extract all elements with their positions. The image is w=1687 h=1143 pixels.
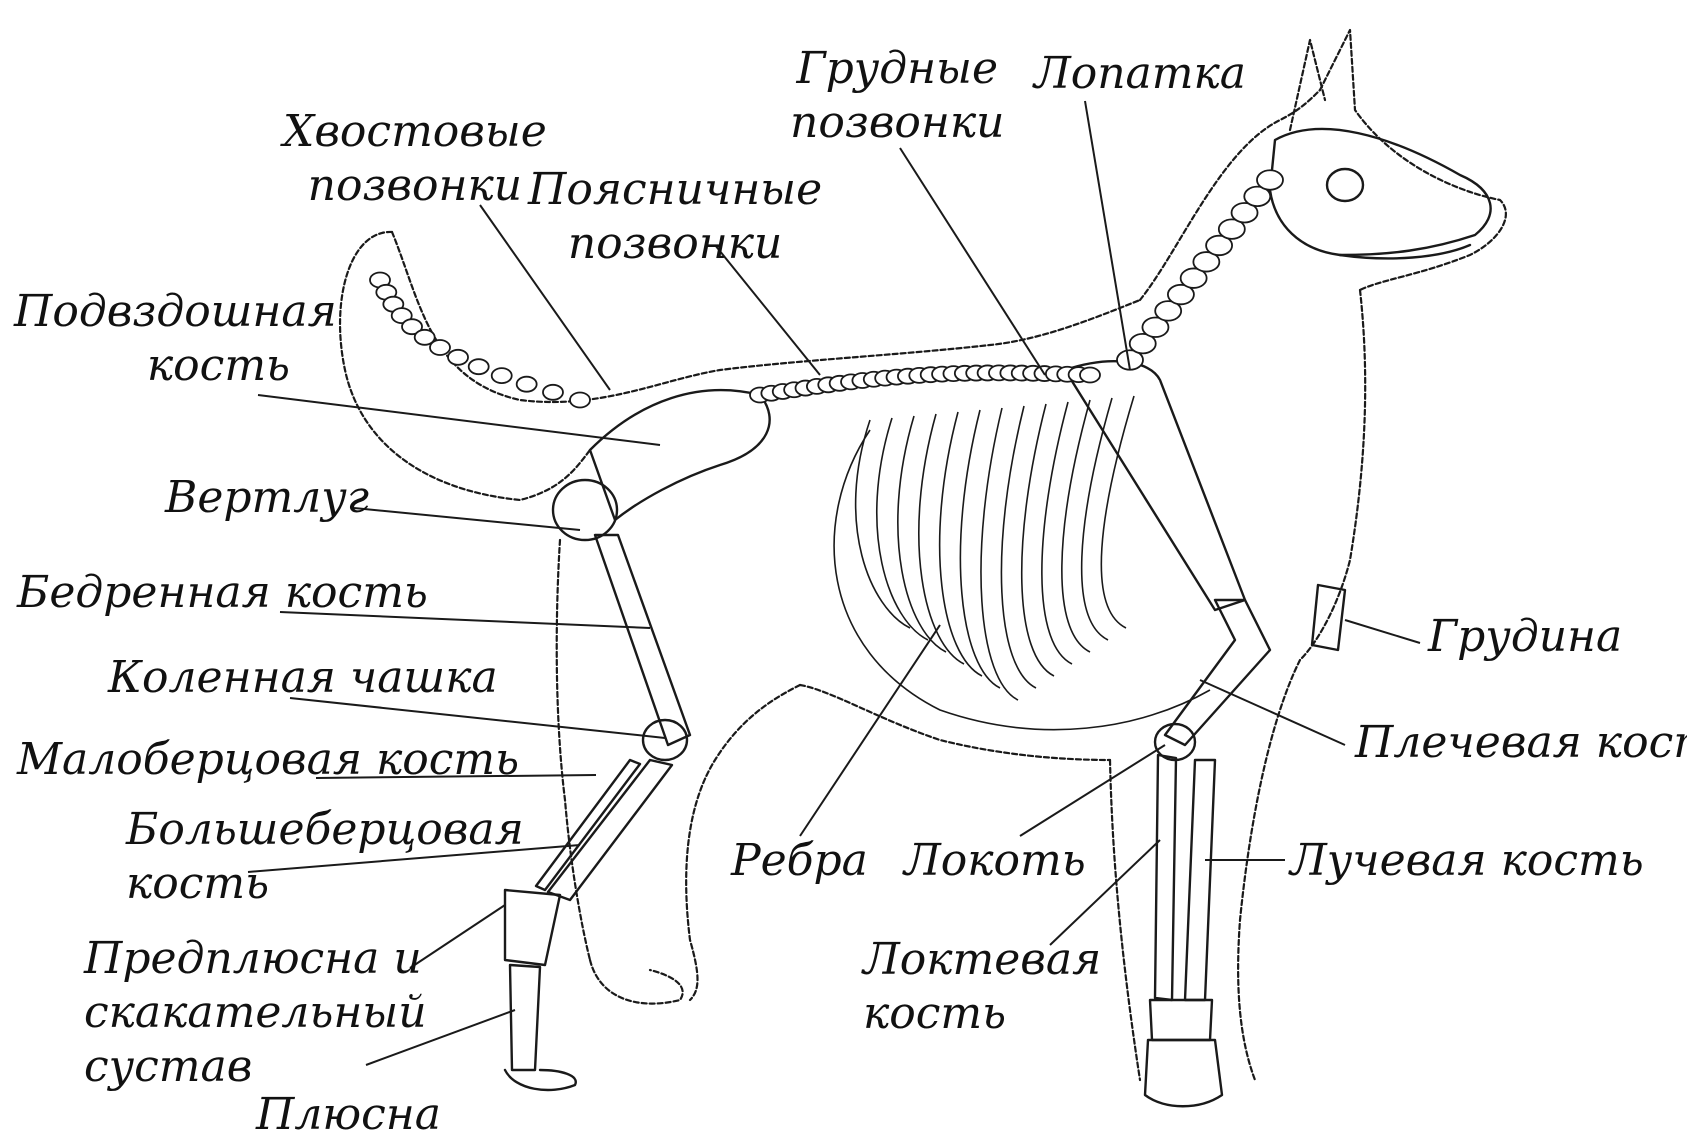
caudal-vertebra-7 [430, 340, 450, 355]
caudal-vertebra-13 [570, 393, 590, 408]
label-line: Ребра [731, 834, 868, 888]
rib-11 [1062, 400, 1090, 652]
label-line: Грудина [1428, 610, 1622, 664]
leader-trochanter [354, 508, 580, 530]
label-tarsus: Предплюсна и скакательный сустав [84, 932, 427, 1094]
leader-sternum [1345, 620, 1420, 643]
leader-ribs [800, 625, 940, 836]
label-line: позвонки [528, 217, 822, 271]
tibia-bone [548, 760, 672, 900]
label-line: кость [126, 857, 524, 911]
label-line: позвонки [790, 96, 1005, 150]
metatarsus-bone [510, 965, 540, 1070]
radius-bone [1185, 760, 1215, 1000]
chest-outline [1300, 290, 1365, 660]
caudal-vertebra-10 [492, 368, 512, 383]
label-line: сустав [84, 1040, 427, 1094]
label-ilium: Подвздошная кость [14, 285, 290, 393]
hip-joint [553, 480, 617, 540]
label-line: Плюсна [256, 1088, 441, 1142]
label-trochanter: Вертлуг [165, 471, 369, 525]
cervical-vertebra-12 [1257, 170, 1283, 190]
label-line: Лучевая кость [1290, 834, 1644, 888]
femur-bone [595, 535, 690, 745]
label-line: Грудные [790, 42, 1005, 96]
label-humerus: Плечевая кость [1355, 716, 1687, 770]
leader-scapula [1085, 101, 1130, 370]
label-line: позвонки [283, 159, 547, 213]
label-fibula: Малоберцовая кость [17, 733, 519, 787]
belly-outline [800, 685, 1110, 760]
label-metatarsus: Плюсна [256, 1088, 441, 1142]
ear-outline [1290, 40, 1325, 130]
label-radius: Лучевая кость [1290, 834, 1644, 888]
rib-3 [898, 416, 946, 652]
caudal-vertebra-9 [469, 359, 489, 374]
label-femur: Бедренная кость [17, 566, 428, 620]
caudal-vertebra-11 [517, 377, 537, 392]
rib-9 [1022, 404, 1054, 676]
label-tibia: Большеберцовая кость [126, 803, 524, 911]
label-ulna: Локтевая кость [863, 933, 1101, 1041]
leader-ilium [258, 395, 660, 445]
leader-elbow [1020, 745, 1165, 836]
label-line: Подвздошная [14, 285, 290, 339]
hind-paw-outline [590, 960, 683, 1004]
fibula-bone [536, 760, 640, 890]
rib-13 [1101, 396, 1134, 628]
skull-bone [1270, 129, 1491, 255]
label-line: Плечевая кость [1355, 716, 1687, 770]
spinal-vertebra-30 [1080, 368, 1100, 383]
label-line: кость [863, 987, 1101, 1041]
caudal-vertebra-8 [448, 350, 468, 365]
label-line: скакательный [84, 986, 427, 1040]
label-line: Хвостовые [283, 105, 547, 159]
scapula-bone [1065, 361, 1245, 610]
eye-socket [1327, 169, 1363, 201]
label-lumbar-vertebrae: Поясничные позвонки [528, 163, 822, 271]
rib-6 [960, 410, 1000, 688]
label-line: Лопатка [1034, 47, 1246, 101]
label-thoracic-vertebrae: Грудные позвонки [790, 42, 1005, 150]
label-elbow: Локоть [904, 834, 1086, 888]
label-line: Малоберцовая кость [17, 733, 519, 787]
fore-paw [1145, 1040, 1222, 1106]
fore-leg-back-outline [1110, 760, 1140, 1080]
label-line: Локтевая [863, 933, 1101, 987]
leader-thoracic-vertebrae [900, 148, 1045, 375]
caudal-vertebra-12 [543, 385, 563, 400]
humerus-bone [1165, 600, 1270, 745]
rib-4 [919, 414, 964, 664]
label-caudal-vertebrae: Хвостовые позвонки [283, 105, 547, 213]
label-line: Бедренная кость [17, 566, 428, 620]
label-line: Вертлуг [165, 471, 369, 525]
hind-toes [505, 1070, 576, 1090]
label-line: Локоть [904, 834, 1086, 888]
rib-cage [834, 396, 1210, 730]
label-scapula: Лопатка [1034, 47, 1246, 101]
label-line: Большеберцовая [126, 803, 524, 857]
carpus-bone [1150, 1000, 1212, 1040]
label-sternum: Грудина [1428, 610, 1622, 664]
label-line: Коленная чашка [108, 651, 498, 705]
rib-10 [1042, 402, 1072, 664]
label-line: кость [14, 339, 290, 393]
label-line: Предплюсна и [84, 932, 427, 986]
label-line: Поясничные [528, 163, 822, 217]
rib-2 [877, 418, 928, 640]
ilium-bone [590, 390, 770, 520]
ulna-bone [1155, 755, 1176, 1000]
label-ribs: Ребра [731, 834, 868, 888]
label-patella: Коленная чашка [108, 651, 498, 705]
